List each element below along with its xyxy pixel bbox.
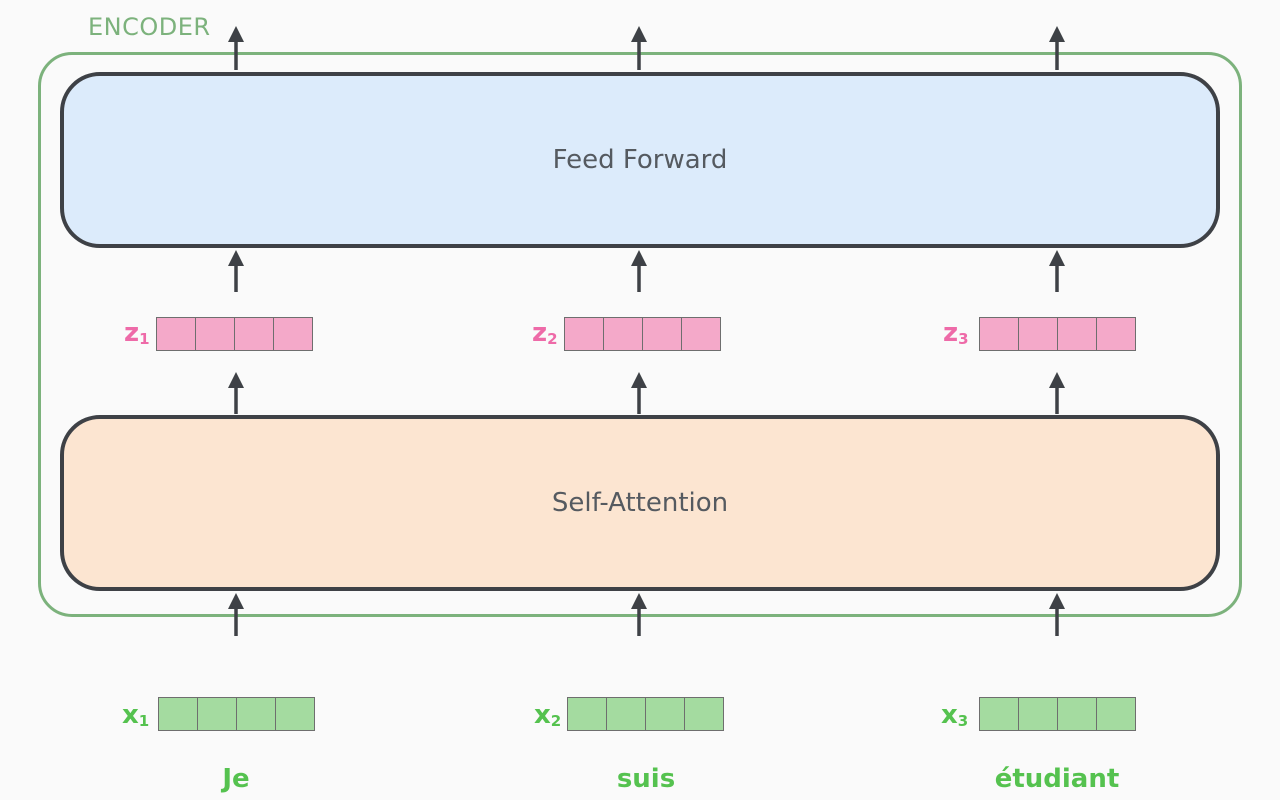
x-symbol-1: x1 — [122, 700, 150, 730]
feed-forward-label: Feed Forward — [552, 145, 728, 175]
z-vector-1 — [156, 317, 313, 351]
arrowhead-out-1 — [228, 26, 244, 42]
self-attention-layer: Self-Attention — [60, 415, 1220, 591]
word-3: étudiant — [994, 764, 1120, 794]
x-symbol-2: x2 — [534, 700, 562, 730]
z-symbol-1: z1 — [124, 318, 150, 348]
word-2: suis — [616, 764, 676, 794]
z-vector-3 — [979, 317, 1136, 351]
word-1: Je — [222, 764, 250, 794]
x-vector-3 — [979, 697, 1136, 731]
z-symbol-3: z3 — [943, 318, 969, 348]
z-vector-2 — [564, 317, 721, 351]
x-vector-2 — [567, 697, 724, 731]
z-symbol-2: z2 — [532, 318, 558, 348]
encoder-label: ENCODER — [88, 13, 211, 41]
self-attention-label: Self-Attention — [551, 488, 729, 518]
x-symbol-3: x3 — [941, 700, 969, 730]
feed-forward-layer: Feed Forward — [60, 72, 1220, 248]
x-vector-1 — [158, 697, 315, 731]
